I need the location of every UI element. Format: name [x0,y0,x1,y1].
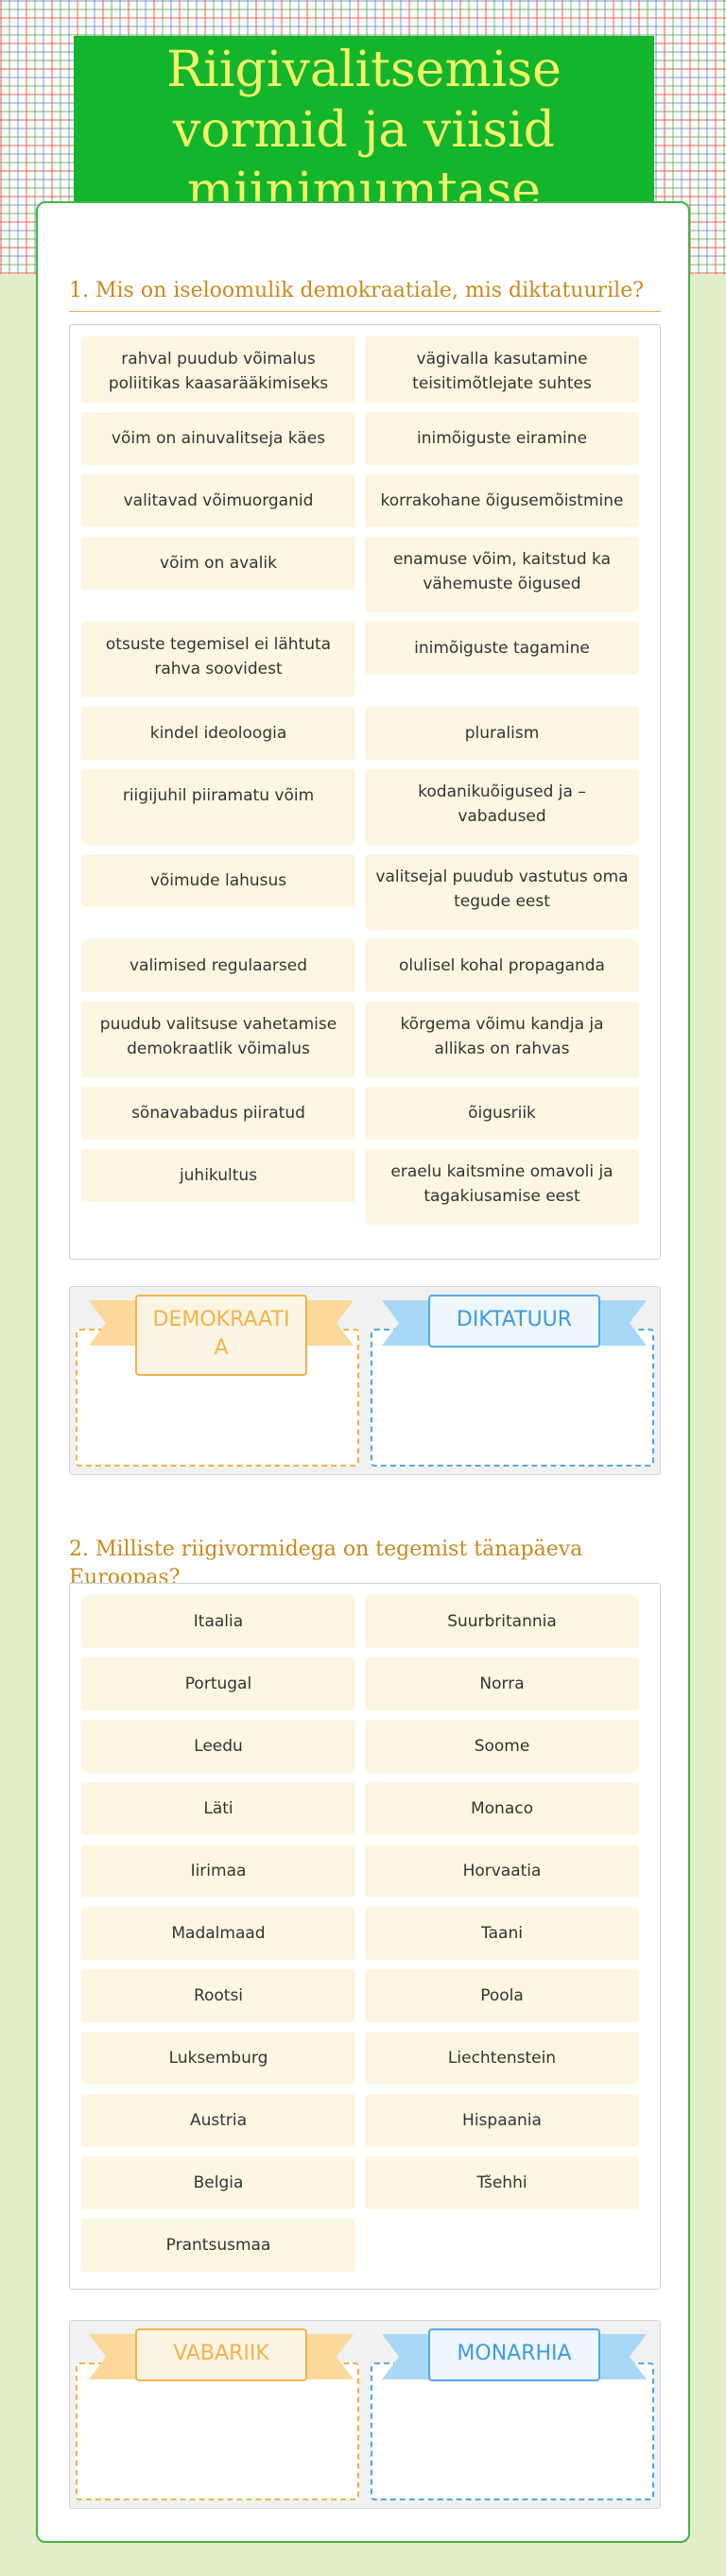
draggable-answer-item[interactable]: inimõiguste eiramine [365,412,639,465]
category-label-vabariik-text: VABARIIK [173,2342,269,2365]
ribbon-icon-blue [382,2334,647,2379]
draggable-answer-item[interactable]: eraelu kaitsmine omavoli ja tagakiusamis… [365,1149,639,1225]
draggable-answer-item[interactable]: valitavad võimuorganid [81,474,355,527]
drop-target-monarhia[interactable] [371,2362,654,2500]
draggable-answer-item[interactable]: puudub valitsuse vahetamise demokraatlik… [81,1002,355,1077]
drop-target-vabariik[interactable] [76,2362,359,2500]
draggable-answer-item[interactable]: Austria [81,2094,355,2147]
draggable-answer-item[interactable]: kõrgema võimu kandja ja allikas on rahva… [365,1002,639,1077]
draggable-answer-item[interactable]: võimude lahusus [81,854,355,907]
draggable-answer-item[interactable]: Suurbritannia [365,1595,639,1648]
draggable-answer-item[interactable]: enamuse võim, kaitstud ka vähemuste õigu… [365,537,639,612]
draggable-answer-item[interactable]: pluralism [365,707,639,760]
category-label-monarhia-text: MONARHIA [457,2342,572,2365]
category-label-vabariik: VABARIIK [135,2328,307,2381]
draggable-answer-item[interactable]: olulisel kohal propaganda [365,939,639,992]
content-card: 1. Mis on iseloomulik demokraatiale, mis… [36,201,690,2543]
draggable-answer-item[interactable]: kodanikuõigused ja –vabadused [365,769,639,845]
draggable-answer-item[interactable]: Portugal [81,1657,355,1710]
draggable-answer-item[interactable]: Horvaatia [365,1845,639,1898]
draggable-answer-item[interactable]: juhikultus [81,1149,355,1202]
ribbon-icon-blue [382,1300,647,1346]
question-1-items-box: rahval puudub võimalus poliitikas kaasar… [69,324,661,1260]
draggable-answer-item[interactable]: kindel ideoloogia [81,707,355,760]
draggable-answer-item[interactable]: Rootsi [81,1969,355,2022]
draggable-answer-item[interactable]: Taani [365,1907,639,1960]
draggable-answer-item[interactable]: Luksemburg [81,2032,355,2085]
draggable-answer-item[interactable]: Monaco [365,1782,639,1835]
question-2-drop-area: VABARIIK MONARHIA [69,2320,661,2509]
draggable-answer-item[interactable]: Leedu [81,1720,355,1773]
draggable-answer-item[interactable]: võim on avalik [81,537,355,590]
question-1-drop-area: DEMOKRAATIA DIKTATUUR [69,1286,661,1475]
draggable-answer-item[interactable]: riigijuhil piiramatu võim [81,769,355,845]
category-label-demokraatia-text: DEMOKRAATIA [152,1308,290,1360]
draggable-answer-item[interactable]: inimõiguste tagamine [365,622,639,675]
draggable-answer-item[interactable]: otsuste tegemisel ei lähtuta rahva soovi… [81,622,355,697]
draggable-answer-item[interactable]: Soome [365,1720,639,1773]
draggable-answer-item[interactable]: Hispaania [365,2094,639,2147]
category-label-monarhia: MONARHIA [428,2328,600,2381]
draggable-answer-item[interactable]: Läti [81,1782,355,1835]
draggable-answer-item[interactable]: Norra [365,1657,639,1710]
draggable-answer-item[interactable]: Madalmaad [81,1907,355,1960]
category-label-diktatuur-text: DIKTATUUR [456,1308,573,1331]
ribbon-icon-orange [89,2334,354,2379]
draggable-answer-item[interactable]: vägivalla kasutamine teisitimõtlejate su… [365,336,639,403]
draggable-answer-item[interactable]: korrakohane õigusemõistmine [365,474,639,527]
draggable-answer-item[interactable]: õigusriik [365,1087,639,1140]
ribbon-icon-orange [89,1300,354,1346]
draggable-answer-item[interactable]: valimised regulaarsed [81,939,355,992]
category-label-diktatuur: DIKTATUUR [428,1295,600,1348]
draggable-answer-item[interactable]: võim on ainuvalitseja käes [81,412,355,465]
draggable-answer-item[interactable]: Belgia [81,2156,355,2209]
draggable-answer-item[interactable]: rahval puudub võimalus poliitikas kaasar… [81,336,355,403]
draggable-answer-item[interactable]: sõnavabadus piiratud [81,1087,355,1140]
draggable-answer-item[interactable]: Prantsusmaa [81,2219,355,2272]
draggable-answer-item[interactable]: Itaalia [81,1595,355,1648]
draggable-answer-item[interactable]: valitsejal puudub vastutus oma tegude ee… [365,854,639,930]
draggable-answer-item[interactable]: Tšehhi [365,2156,639,2209]
draggable-answer-item[interactable]: Iirimaa [81,1845,355,1898]
category-label-demokraatia: DEMOKRAATIA [135,1295,307,1376]
page-title: Riigivalitsemise vormid ja viisid miinim… [166,42,562,219]
title-banner: Riigivalitsemise vormid ja viisid miinim… [74,36,654,225]
draggable-answer-item[interactable]: Poola [365,1969,639,2022]
question-1-title: 1. Mis on iseloomulik demokraatiale, mis… [69,277,661,312]
draggable-answer-item[interactable]: Liechtenstein [365,2032,639,2085]
